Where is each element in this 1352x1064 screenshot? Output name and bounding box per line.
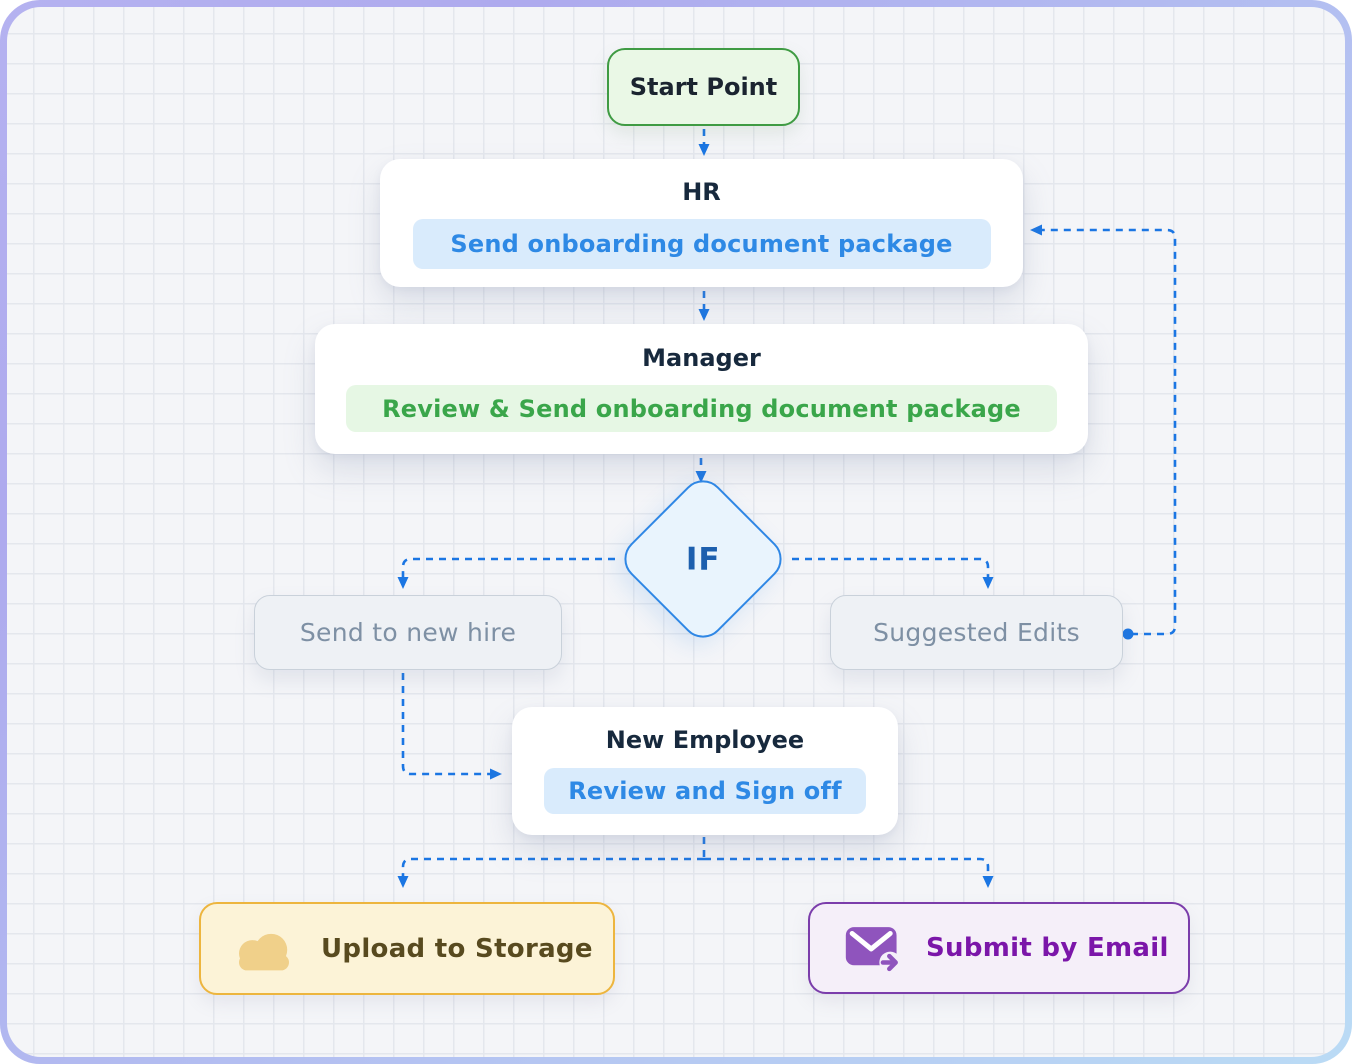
hr-task-pill: Send onboarding document package xyxy=(412,219,991,269)
connector-if-to-send xyxy=(397,557,615,589)
manager-task-label: Review & Send onboarding document packag… xyxy=(382,394,1021,423)
if-decision-node[interactable]: IF xyxy=(615,471,791,647)
manager-task-pill: Review & Send onboarding document packag… xyxy=(346,385,1057,432)
send-to-new-hire-node[interactable]: Send to new hire xyxy=(254,595,562,670)
connector-edits-dot xyxy=(1122,628,1134,640)
email-send-icon xyxy=(844,924,902,972)
upload-to-storage-node[interactable]: Upload to Storage xyxy=(199,902,615,995)
new-employee-title: New Employee xyxy=(605,726,805,754)
new-employee-node[interactable]: New Employee Review and Sign off xyxy=(512,707,898,835)
manager-node[interactable]: Manager Review & Send onboarding documen… xyxy=(315,324,1088,454)
new-employee-task-label: Review and Sign off xyxy=(568,777,842,805)
submit-by-email-label: Submit by Email xyxy=(926,933,1169,963)
connector-send-to-newemp xyxy=(401,673,502,780)
send-to-new-hire-label: Send to new hire xyxy=(299,618,517,647)
submit-by-email-node[interactable]: Submit by Email xyxy=(808,902,1190,994)
connector-if-to-edits xyxy=(792,557,994,589)
manager-title: Manager xyxy=(642,344,761,372)
hr-node[interactable]: HR Send onboarding document package xyxy=(380,159,1023,287)
hr-title: HR xyxy=(682,178,721,206)
start-point-label: Start Point xyxy=(629,73,778,101)
upload-to-storage-label: Upload to Storage xyxy=(321,933,593,964)
flowchart-canvas: Start Point HR Send onboarding document … xyxy=(7,7,1345,1057)
connector-newemp-to-submit xyxy=(704,857,994,888)
suggested-edits-label: Suggested Edits xyxy=(873,618,1080,647)
hr-task-label: Send onboarding document package xyxy=(450,230,953,258)
if-label: IF xyxy=(685,541,721,577)
start-point-node[interactable]: Start Point xyxy=(607,48,800,126)
connector-newemp-to-upload xyxy=(397,857,704,888)
suggested-edits-node[interactable]: Suggested Edits xyxy=(830,595,1123,670)
new-employee-task-pill: Review and Sign off xyxy=(544,768,866,814)
cloud-icon xyxy=(231,924,297,974)
